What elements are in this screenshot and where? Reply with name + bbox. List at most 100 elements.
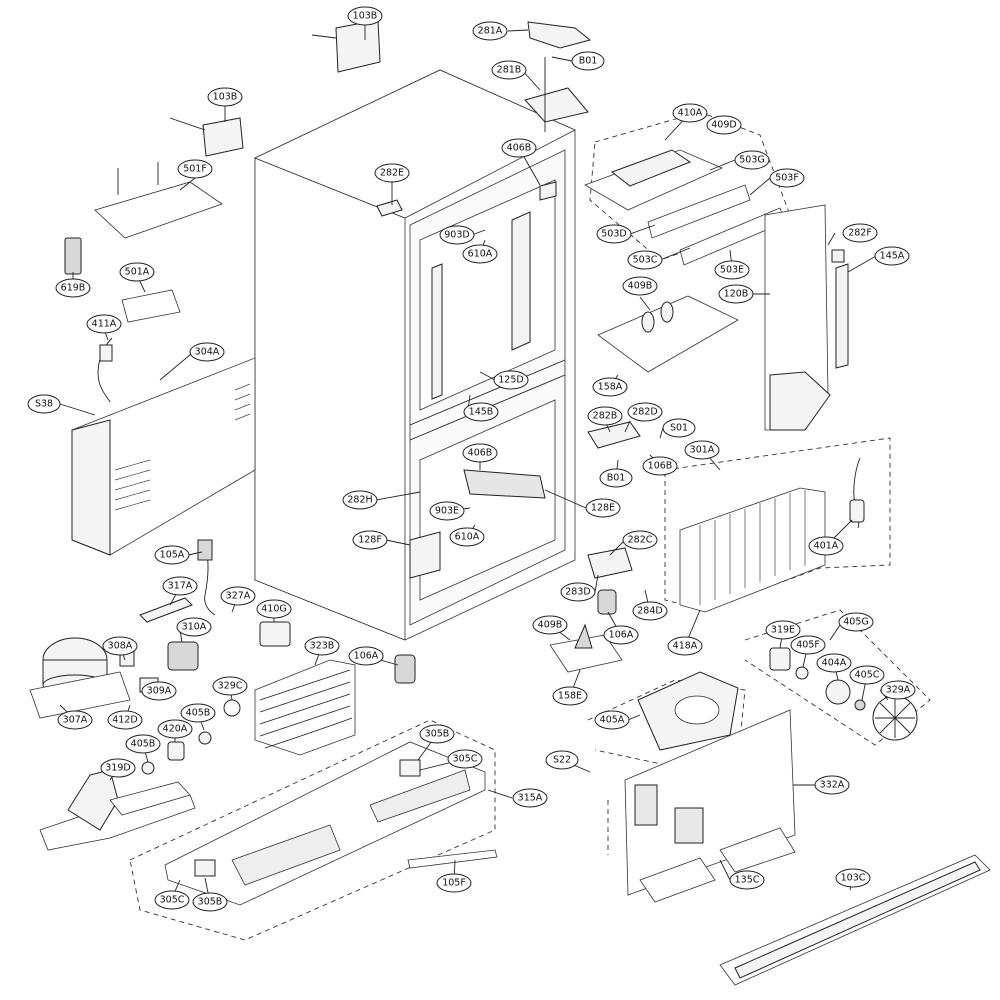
- callout: 410G: [256, 599, 292, 619]
- callout: 105A: [154, 545, 190, 565]
- callout-text: 282E: [380, 168, 404, 179]
- base-plate: [129, 719, 498, 941]
- callout: 406B: [462, 443, 498, 463]
- callout-text: 305B: [198, 897, 223, 908]
- callout: 281A: [472, 21, 508, 41]
- callout-text: 307A: [63, 715, 88, 726]
- callout: 405C: [849, 665, 885, 685]
- callout-text: 135C: [735, 875, 760, 886]
- callout: 420A: [157, 719, 193, 739]
- callout-text: 317A: [168, 581, 193, 592]
- condenser: [254, 659, 356, 756]
- callout: 305B: [419, 724, 455, 744]
- callout: 319D: [100, 758, 136, 778]
- callout-text: 105F: [442, 878, 466, 889]
- callout: 503F: [769, 168, 805, 188]
- callout-text: 282F: [848, 228, 872, 239]
- callout-text: 281B: [497, 65, 522, 76]
- callout: B01: [571, 51, 605, 71]
- callout: 319E: [765, 620, 801, 640]
- callout: 301A: [684, 440, 720, 460]
- callout: 145A: [874, 246, 910, 266]
- callout-text: 405G: [843, 617, 869, 628]
- callout: 329C: [212, 676, 248, 696]
- callout: 305C: [154, 890, 190, 910]
- callout: 405B: [125, 734, 161, 754]
- callout-text: 304A: [195, 347, 220, 358]
- callout: 282F: [842, 223, 878, 243]
- callout: 125D: [493, 370, 529, 390]
- callout-text: 409B: [628, 281, 653, 292]
- callout: 283D: [560, 582, 596, 602]
- callout: 308A: [102, 636, 138, 656]
- callout-text: 319D: [105, 763, 130, 774]
- callout: 281B: [491, 60, 527, 80]
- callout: 503E: [714, 260, 750, 280]
- callout-text: 501A: [125, 267, 150, 278]
- callout: 307A: [57, 710, 93, 730]
- callout-text: 610A: [468, 249, 493, 260]
- callout: 409B: [532, 615, 568, 635]
- callout-text: 503E: [720, 265, 744, 276]
- callout: 282D: [627, 402, 663, 422]
- callout-text: 420A: [163, 724, 188, 735]
- callout: 158A: [592, 377, 628, 397]
- callout: 323B: [304, 636, 340, 656]
- callout-text: 105A: [160, 550, 185, 561]
- callout: 282H: [342, 490, 378, 510]
- callout: 128F: [352, 530, 388, 550]
- callout-text: 329A: [886, 685, 911, 696]
- callout: 409D: [706, 115, 742, 135]
- callout: 145B: [463, 402, 499, 422]
- callout-text: 405C: [855, 670, 880, 681]
- callout-text: 401A: [814, 541, 839, 552]
- base-grille: [719, 854, 991, 986]
- callout: 304A: [189, 342, 225, 362]
- callout: 158E: [552, 686, 588, 706]
- callout: 105F: [436, 873, 472, 893]
- fan-motor-assembly: [587, 609, 931, 769]
- callout: 317A: [162, 576, 198, 596]
- callout-text: 501F: [183, 164, 207, 175]
- callout-text: 315A: [518, 793, 543, 804]
- drain-tray: [39, 769, 196, 851]
- callout-text: 158A: [598, 382, 623, 393]
- back-cover: [71, 357, 256, 556]
- callout-text: 103B: [353, 11, 378, 22]
- callout: 503C: [627, 250, 663, 270]
- callout: 619B: [55, 278, 91, 298]
- callout-text: 106A: [609, 630, 634, 641]
- callout-text: 418A: [673, 641, 698, 652]
- callout-text: 282B: [593, 411, 618, 422]
- callout: 106B: [642, 456, 678, 476]
- callout: 305C: [447, 749, 483, 769]
- callout-text: 503F: [775, 173, 799, 184]
- callout: 282B: [587, 406, 623, 426]
- callout-text: 282C: [628, 535, 653, 546]
- callout-text: 305B: [425, 729, 450, 740]
- callout-text: 405F: [796, 640, 820, 651]
- callout: 406B: [501, 138, 537, 158]
- callout-text: 503C: [633, 255, 658, 266]
- callout: S38: [27, 394, 61, 414]
- callout: 501A: [119, 262, 155, 282]
- callout: 309A: [141, 681, 177, 701]
- callout-text: B01: [579, 56, 598, 67]
- callout-text: 412D: [112, 715, 137, 726]
- callout-text: 405B: [186, 708, 211, 719]
- callout: 284D: [632, 601, 668, 621]
- callout: 315A: [512, 788, 548, 808]
- callout-text: 619B: [61, 283, 86, 294]
- evaporator: [664, 437, 891, 613]
- callout-text: 103B: [213, 92, 238, 103]
- callout-text: 405A: [600, 715, 625, 726]
- callout: S01: [662, 418, 696, 438]
- callout: 405A: [594, 710, 630, 730]
- callout: 503G: [734, 150, 770, 170]
- callout-text: 610A: [455, 532, 480, 543]
- top-left-parts: [64, 19, 381, 403]
- callout-text: 283D: [565, 587, 590, 598]
- callout: 282E: [374, 163, 410, 183]
- callout: 409B: [622, 276, 658, 296]
